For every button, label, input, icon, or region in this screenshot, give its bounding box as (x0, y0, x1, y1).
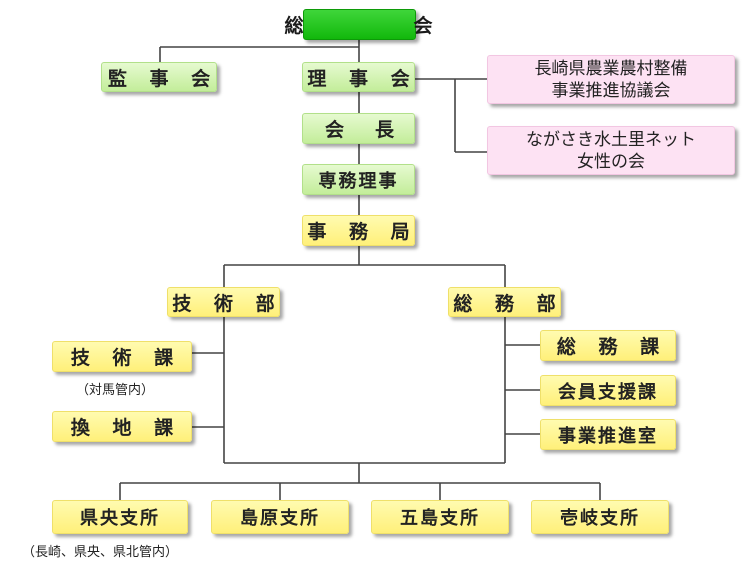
general-affairs-section-box: 総 務 課 (540, 330, 676, 361)
kenou-branch-box: 県央支所 (52, 500, 188, 534)
council-label: 長崎県農業農村整備 事業推進協議会 (534, 58, 688, 101)
member-support-section-box: 会員支援課 (540, 375, 676, 406)
technical-department-box: 技 術 部 (167, 287, 280, 317)
council-box: 長崎県農業農村整備 事業推進協議会 (487, 55, 735, 104)
secretariat-box: 事 務 局 (302, 215, 415, 246)
board-box: 理 事 会 (302, 62, 415, 92)
women-network-box: ながさき水土里ネット 女性の会 (487, 126, 735, 175)
land-replotting-section-box: 換 地 課 (52, 411, 192, 442)
goto-branch-box: 五島支所 (371, 500, 509, 534)
shimabara-branch-box: 島原支所 (211, 500, 349, 534)
women-network-label: ながさき水土里ネット 女性の会 (526, 129, 696, 172)
project-promotion-office-box: 事業推進室 (540, 419, 676, 450)
general-assembly-box: 総 会 (285, 9, 433, 40)
general-affairs-department-box: 総 務 部 (448, 287, 561, 317)
kenou-branch-note: （長崎、県央、県北管内） (22, 545, 179, 560)
iki-branch-box: 壱岐支所 (531, 500, 669, 534)
technical-section-box: 技 術 課 (52, 341, 192, 372)
auditors-box: 監 事 会 (101, 62, 217, 92)
chairman-box: 会 長 (302, 113, 415, 144)
executive-director-box: 専務理事 (302, 164, 415, 195)
technical-section-note: （対馬管内） (76, 383, 155, 398)
